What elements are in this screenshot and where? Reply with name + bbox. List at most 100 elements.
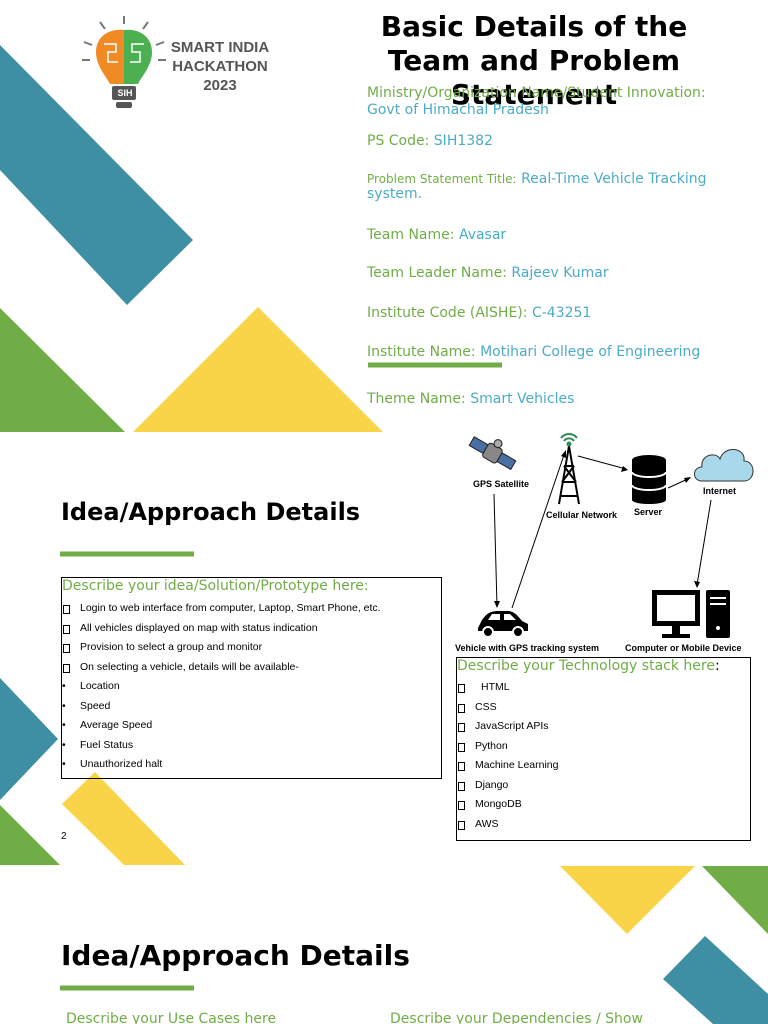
slide1-title: Basic Details of the Team and Problem St…: [360, 10, 708, 112]
square-bullet-icon: [458, 684, 465, 693]
problem-statement-value: Real-Time Vehicle Tracking system.: [367, 171, 707, 202]
tech-list-item-text: MongoDB: [475, 798, 522, 810]
team-leader-label: Team Leader Name:: [367, 265, 507, 281]
slide1-title-line3: Statement: [450, 78, 618, 111]
cellular-network-label: Cellular Network: [546, 510, 618, 520]
idea-list-item: • Unauthorized halt: [62, 755, 381, 775]
dot-bullet-icon: •: [62, 738, 66, 751]
team-name-field: Team Name: Avasar: [367, 227, 747, 244]
dot-bullet-icon: •: [62, 719, 66, 731]
tech-list-item-text: HTML: [481, 681, 510, 693]
idea-list-item: • Location: [62, 677, 381, 697]
dot-bullet-icon: •: [62, 680, 66, 692]
square-bullet-icon: [458, 781, 465, 791]
idea-list-item: • Speed: [62, 697, 381, 717]
idea-list-item-text: On selecting a vehicle, details will be …: [80, 660, 299, 673]
idea-list-item: On selecting a vehicle, details will be …: [62, 658, 381, 678]
dot-bullet-icon: •: [62, 758, 66, 770]
square-bullet-icon: [458, 801, 465, 810]
ministry-field: Ministry/Organization Name/Student Innov…: [367, 85, 747, 119]
tech-list-item-text: AWS: [475, 817, 499, 830]
idea-box: Describe your idea/Solution/Prototype he…: [61, 577, 442, 779]
yellow-triangle-shape: [560, 866, 695, 934]
square-bullet-icon: [63, 663, 70, 673]
slide3-decoration: [60, 866, 768, 1024]
idea-list-item: • Average Speed: [62, 716, 381, 736]
tech-list-item: CSS: [457, 698, 558, 718]
tech-list-item-text: Django: [475, 778, 509, 791]
computer-icon: [652, 590, 730, 638]
team-name-value: Avasar: [458, 227, 507, 243]
server-icon: [631, 455, 667, 504]
square-bullet-icon: [63, 644, 70, 653]
server-label: Server: [634, 507, 663, 517]
institute-name-label: Institute Name:: [367, 344, 476, 360]
green-triangle-shape: [0, 308, 125, 432]
square-bullet-icon: [458, 762, 465, 771]
gps-satellite-icon: [468, 436, 517, 471]
logo-line1: SMART INDIA: [170, 39, 270, 56]
tech-stack-heading: Describe your Technology stack here:: [457, 658, 720, 674]
idea-list-item-text: Provision to select a group and monitor: [80, 641, 263, 653]
internet-cloud-icon: [694, 449, 754, 482]
square-bullet-icon: [458, 723, 465, 732]
slide-idea-approach-2: Idea/Approach Details Describe your Use …: [0, 866, 768, 1024]
tech-list-item: Python: [457, 737, 558, 757]
slide2-heading: Idea/Approach Details: [61, 498, 361, 526]
tech-stack-heading-text: Describe your Technology stack here: [457, 658, 715, 674]
ps-code-field: PS Code: SIH1382: [367, 133, 747, 150]
idea-list-item-text: Location: [80, 680, 120, 692]
square-bullet-icon: [458, 742, 465, 752]
tech-list-item-text: CSS: [475, 700, 497, 713]
idea-list-item-text: Speed: [80, 699, 111, 712]
idea-list-item-text: Fuel Status: [80, 738, 134, 751]
gps-satellite-label: GPS Satellite: [473, 479, 530, 489]
idea-list-item-text: Unauthorized halt: [80, 758, 163, 770]
slide-idea-approach: Idea/Approach Details Describe your idea…: [0, 432, 768, 866]
logo-text: SMART INDIA HACKATHON 2023: [168, 38, 272, 95]
green-corner-shape: [0, 805, 60, 865]
brain-bulb-icon: [82, 16, 166, 108]
institute-name-field: Institute Name: Motihari College of Engi…: [367, 344, 747, 361]
teal-band-shape: [663, 936, 768, 1024]
logo-line3: 2023: [203, 77, 237, 94]
computer-label: Computer or Mobile Device: [625, 643, 742, 653]
ministry-label: Ministry/Organization Name/Student Innov…: [367, 85, 706, 101]
ps-code-value: SIH1382: [433, 133, 493, 149]
slide2-decoration: [0, 450, 712, 865]
ps-code-label: PS Code:: [367, 133, 430, 149]
square-bullet-icon: [63, 624, 70, 634]
idea-list-item: Provision to select a group and monitor: [62, 638, 381, 658]
problem-statement-field: Problem Statement Title: Real-Time Vehic…: [367, 172, 747, 202]
tech-list-item-text: Python: [475, 739, 508, 752]
dot-bullet-icon: •: [62, 699, 66, 712]
internet-label: Internet: [703, 486, 737, 496]
slide3-heading: Idea/Approach Details: [61, 939, 410, 972]
idea-list-item-text: Average Speed: [80, 719, 153, 731]
tech-list-item: HTML: [457, 678, 558, 698]
idea-list: Login to web interface from computer, La…: [62, 599, 381, 775]
team-leader-value: Rajeev Kumar: [511, 265, 609, 281]
green-triangle-shape: [702, 866, 768, 934]
use-cases-heading: Describe your Use Cases here: [66, 1011, 277, 1024]
square-bullet-icon: [458, 820, 465, 830]
team-leader-field: Team Leader Name: Rajeev Kumar: [367, 265, 747, 282]
idea-list-item-text: Login to web interface from computer, La…: [80, 602, 381, 614]
team-name-label: Team Name:: [367, 227, 455, 243]
teal-band-shape: [0, 45, 193, 305]
slide1-decoration: [0, 45, 502, 432]
page-number: 2: [61, 831, 67, 842]
car-icon: [478, 611, 528, 638]
idea-list-item: • Fuel Status: [62, 736, 381, 756]
institute-code-value: C-43251: [531, 305, 592, 321]
yellow-triangle-shape: [133, 307, 383, 432]
slide-basic-details: SIH SMART INDIA HACKATHON 2023 Basic Det…: [0, 0, 768, 432]
tech-list-item: MongoDB: [457, 795, 558, 815]
dependencies-heading: Describe your Dependencies / Show: [390, 1011, 643, 1024]
idea-list-item: Login to web interface from computer, La…: [62, 599, 381, 619]
ministry-value: Govt of Himachal Pradesh: [367, 102, 549, 118]
idea-list-item: All vehicles displayed on map with statu…: [62, 619, 381, 639]
problem-statement-label: Problem Statement Title:: [367, 172, 517, 186]
diagram-connectors: [493, 451, 712, 609]
